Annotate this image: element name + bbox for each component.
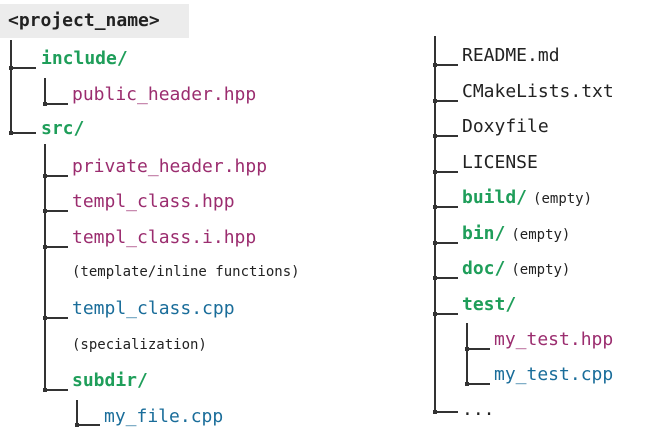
tree-dot-readme [433,63,437,67]
tree-line-root [10,40,12,132]
tree-dot-my-test-cpp [465,382,469,386]
dir-doc-row: doc/ (empty) [462,258,570,279]
note-template-inline: (template/inline functions) [72,264,300,280]
file-my-test-hpp[interactable]: my_test.hpp [494,329,614,350]
tree-dot-bin [433,241,437,245]
tree-line-public-header [44,103,68,105]
tree-dot-templ-class-i-hpp [43,245,47,249]
note-specialization: (specialization) [72,337,207,353]
tree-line-my-file [76,424,100,426]
tree-dot-src [9,131,13,135]
tree-line-subdir [44,389,68,391]
file-templ-class-i-hpp[interactable]: templ_class.i.hpp [72,227,257,248]
tree-line-include-children [44,78,46,104]
tree-dot-doxyfile [433,134,437,138]
tree-dot-doc [433,276,437,280]
file-readme[interactable]: README.md [462,45,560,66]
tree-line-right-root [434,36,436,412]
tree-line-templ-class-hpp [44,210,68,212]
tree-dot-include [9,66,13,70]
tree-line-templ-class-cpp [44,317,68,319]
tree-dot-build [433,205,437,209]
file-templ-class-hpp[interactable]: templ_class.hpp [72,191,235,212]
dir-doc[interactable]: doc/ [462,258,506,279]
file-my-file[interactable]: my_file.cpp [104,406,224,427]
tree-line-subdir-children [76,400,78,425]
dir-subdir[interactable]: subdir/ [72,370,148,391]
tree-dot-private-header [43,174,47,178]
tree-line-test [434,313,458,315]
tree-line-bin [434,242,458,244]
tree-line-doc [434,277,458,279]
tree-line-my-test-cpp [466,383,490,385]
dir-build[interactable]: build/ [462,187,528,208]
file-doxyfile[interactable]: Doxyfile [462,116,549,137]
bin-empty-note: (empty) [511,227,571,243]
tree-line-doxyfile [434,135,458,137]
tree-line-private-header [44,175,68,177]
tree-dot-subdir [43,388,47,392]
tree-line-src-children [44,144,46,389]
tree-line-test-children [466,323,468,383]
tree-line-src [10,132,36,134]
dir-src[interactable]: src/ [41,118,85,139]
tree-line-my-test-hpp [466,348,490,350]
tree-line-build [434,206,458,208]
dir-test[interactable]: test/ [462,294,517,315]
tree-dot-templ-class-hpp [43,209,47,213]
dir-bin-row: bin/ (empty) [462,223,570,244]
file-public-header[interactable]: public_header.hpp [72,84,257,105]
tree-dot-templ-class-cpp [43,316,47,320]
tree-line-readme [434,64,458,66]
dir-bin[interactable]: bin/ [462,223,506,244]
build-empty-note: (empty) [533,191,593,207]
dir-build-row: build/ (empty) [462,187,592,208]
file-cmakelists[interactable]: CMakeLists.txt [462,81,614,102]
tree-dot-cmakelists [433,99,437,103]
tree-dot-test [433,312,437,316]
tree-dot-my-file [75,423,79,427]
tree-line-cmakelists [434,100,458,102]
file-private-header[interactable]: private_header.hpp [72,156,268,177]
file-templ-class-cpp[interactable]: templ_class.cpp [72,298,235,319]
ellipsis-more: ... [462,399,495,420]
doc-empty-note: (empty) [511,262,571,278]
tree-dot-public-header [43,102,47,106]
tree-line-ellipsis [434,411,458,413]
tree-dot-my-test-hpp [465,347,469,351]
tree-line-include [10,67,36,69]
tree-dot-license [433,170,437,174]
file-license[interactable]: LICENSE [462,152,538,173]
tree-line-templ-class-i-hpp [44,246,68,248]
root-project-name: <project_name> [0,4,189,38]
tree-dot-ellipsis [433,410,437,414]
tree-line-license [434,171,458,173]
dir-include[interactable]: include/ [41,48,128,69]
file-my-test-cpp[interactable]: my_test.cpp [494,364,614,385]
